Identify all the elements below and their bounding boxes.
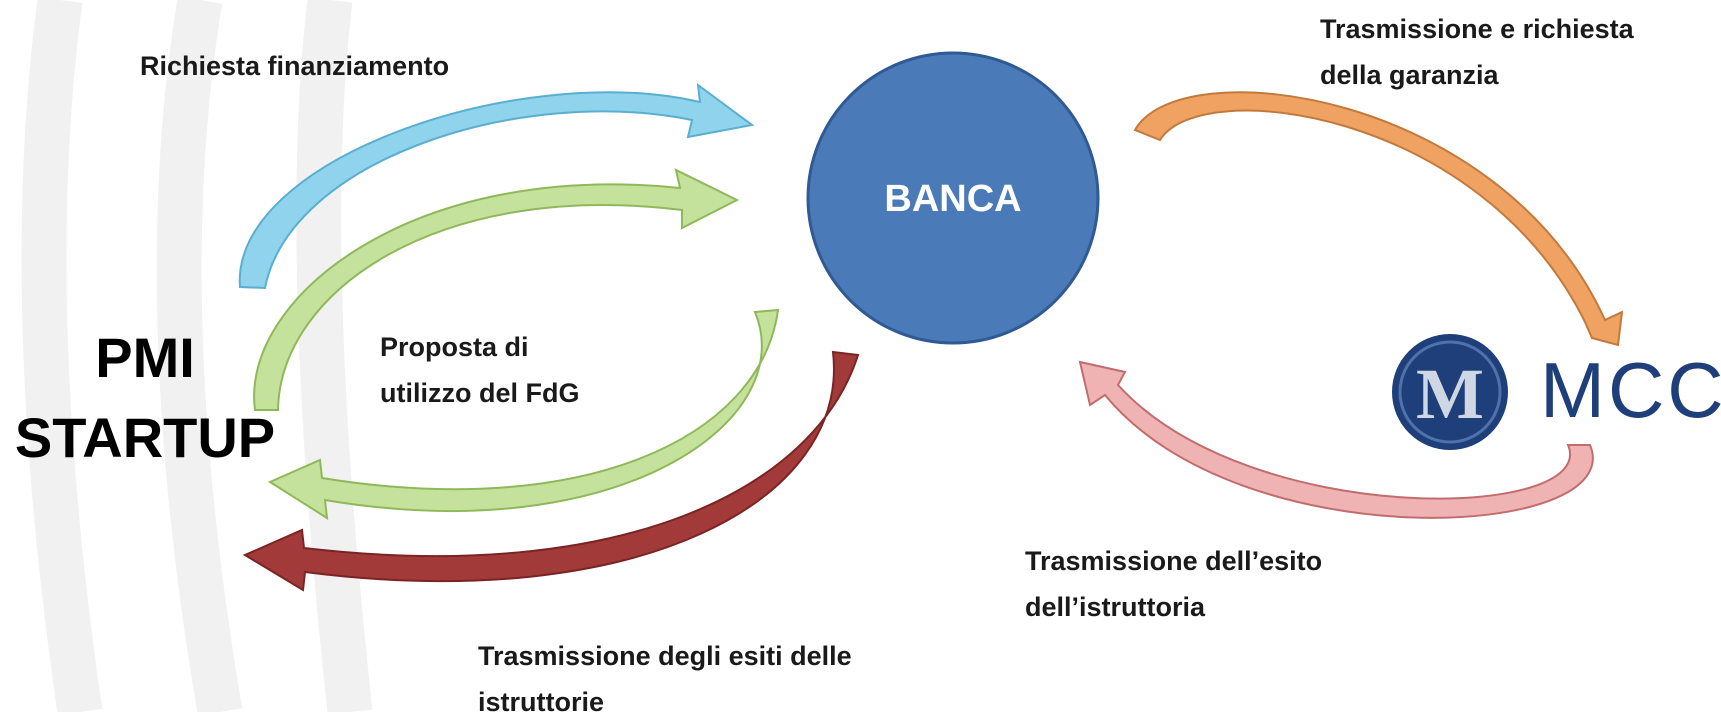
label-esiti-istruttorie: Trasmissione degli esiti delle istruttor… (478, 633, 852, 725)
proposta-line2: utilizzo del FdG (380, 378, 580, 408)
banca-label: BANCA (884, 178, 1022, 220)
pmi-startup-label: PMI STARTUP (0, 318, 290, 478)
mcc-label: MCC (1540, 346, 1721, 434)
proposta-line1: Proposta di (380, 332, 529, 362)
arrow-esito-istruttoria (1078, 360, 1594, 519)
mcc-logo: M (1392, 334, 1508, 450)
startup-label: STARTUP (14, 406, 276, 469)
esiti-istruttorie-line1: Trasmissione degli esiti delle (478, 641, 852, 671)
esito-line1: Trasmissione dell’esito (1025, 546, 1323, 576)
richiesta-finanziamento-text: Richiesta finanziamento (140, 51, 450, 81)
label-proposta: Proposta di utilizzo del FdG (380, 324, 579, 416)
label-trasmissione-garanzia: Trasmissione e richiesta della garanzia (1320, 6, 1634, 98)
label-richiesta-finanziamento: Richiesta finanziamento (140, 43, 449, 89)
label-esito-istruttoria: Trasmissione dell’esito dell’istruttoria (1025, 538, 1322, 630)
banca-node (806, 51, 1100, 345)
arrow-richiesta-finanziamento (238, 82, 755, 290)
arrow-proposta-to-pmi (267, 308, 780, 520)
arrow-proposta-to-banca (253, 168, 740, 411)
svg-text:M: M (1416, 354, 1484, 434)
arrow-esiti-istruttorie (242, 350, 860, 592)
pmi-label: PMI (95, 326, 195, 389)
trasmissione-garanzia-line1: Trasmissione e richiesta (1320, 14, 1634, 44)
esiti-istruttorie-line2: istruttorie (478, 687, 605, 717)
trasmissione-garanzia-line2: della garanzia (1320, 60, 1499, 90)
esito-line2: dell’istruttoria (1025, 592, 1206, 622)
arrow-trasmissione-garanzia (1133, 91, 1624, 347)
